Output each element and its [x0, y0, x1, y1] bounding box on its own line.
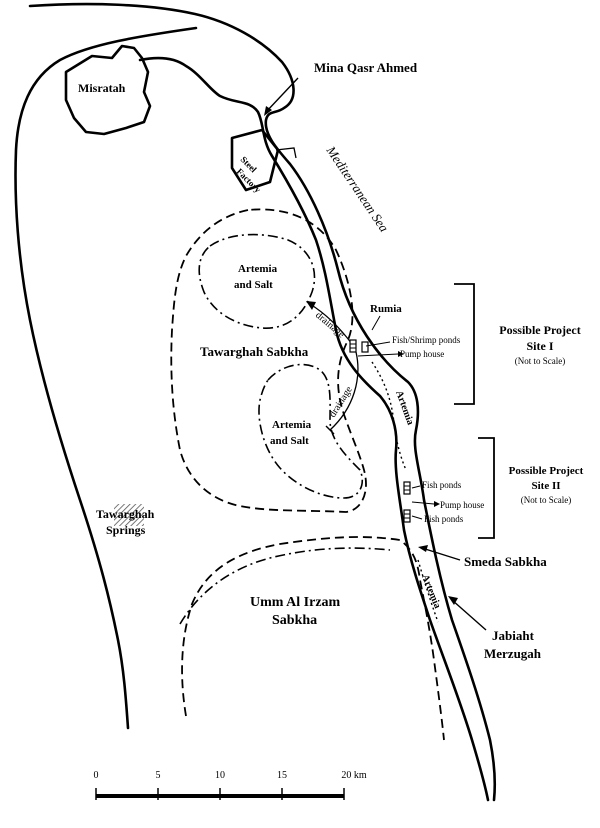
site2-bracket: [478, 437, 495, 539]
scale-tick-0: 0: [94, 770, 99, 781]
northern-coastline: [28, 2, 497, 802]
pond-marker-1: [349, 339, 357, 353]
sea-label: Mediterranean Sea: [323, 142, 392, 235]
steel-factory-outline: [230, 128, 280, 192]
misratah-label: Misratah: [78, 81, 126, 95]
jabiaht-arrow: [451, 599, 487, 631]
artemia-strip-1-label: Artemia: [393, 389, 415, 426]
site1-bracket: [454, 283, 475, 405]
fish-ponds-1-label: Fish ponds: [422, 480, 462, 490]
scale-tick-15: 15: [277, 770, 287, 781]
inner-coast: [138, 56, 490, 802]
site1-title-label: Possible Project: [499, 323, 580, 337]
artemia-strip-2: [417, 559, 439, 623]
artemia-2b-label: and Salt: [270, 435, 309, 447]
artemia-strip-2-label: Artemia: [419, 573, 443, 610]
pump-house-2-label: Pump house: [440, 500, 484, 510]
site2-sub-label: Site II: [531, 480, 560, 492]
drainage-1-label: drainage: [313, 310, 347, 341]
springs-hatch: [114, 504, 144, 526]
pond-marker-2: [361, 341, 369, 353]
drainage-1-head: [306, 301, 316, 310]
artemia-pond-2: [258, 363, 364, 499]
scale-tick-20: 20 km: [341, 770, 367, 781]
pond-marker-3: [403, 481, 411, 495]
site2-note-label: (Not to Scale): [521, 495, 571, 505]
scale-tick-5: 5: [156, 770, 161, 781]
umm-a-label: Umm Al Irzam: [250, 595, 341, 610]
scale-tick-10: 10: [215, 770, 225, 781]
rumia-label: Rumia: [370, 303, 402, 315]
pond-marker-4: [403, 509, 411, 523]
drainage-2-path: [329, 351, 359, 431]
springs-a-label: Tawarghah: [96, 507, 155, 521]
jabiaht-a-label: Jabiaht: [492, 628, 535, 643]
springs-b-label: Springs: [106, 523, 146, 537]
site2-title-label: Possible Project: [509, 465, 584, 477]
rumia-pointer: [371, 315, 381, 331]
umm-al-irzam-boundary: [181, 536, 445, 741]
umm-b-label: Sabkha: [272, 613, 317, 628]
artemia-1a-label: Artemia: [238, 263, 278, 275]
artemia-pond-1: [198, 233, 316, 329]
umm-upper-arc: [179, 547, 391, 625]
pump-house-1-label: Pump house: [400, 349, 444, 359]
fish-ponds-2-label: Fish ponds: [424, 514, 464, 524]
site1-note-label: (Not to Scale): [515, 356, 565, 366]
jabiaht-b-label: Merzugah: [484, 646, 542, 661]
artemia-2a-label: Artemia: [272, 419, 312, 431]
artemia-strip-1: [371, 361, 407, 471]
smeda-arrow: [421, 547, 461, 561]
harbour-pier: [275, 147, 297, 159]
western-boundary: [14, 26, 198, 730]
tawarghah-sabkha-label: Tawarghah Sabkha: [200, 344, 309, 359]
drainage-1-path: [309, 303, 353, 345]
fish-shrimp-pointer: [365, 341, 391, 347]
misratah-outline: [64, 44, 152, 136]
pump-house-1-pointer: [357, 353, 399, 357]
drainage-2-end: [325, 425, 335, 435]
site1-sub-label: Site I: [527, 339, 554, 353]
scale-bar: 0 5 10 15 20 km: [94, 770, 367, 800]
artemia-1b-label: and Salt: [234, 279, 273, 291]
mina-arrow: [265, 77, 299, 113]
fish-shrimp-label: Fish/Shrimp ponds: [392, 335, 461, 345]
mina-label: Mina Qasr Ahmed: [314, 60, 418, 75]
smeda-label: Smeda Sabkha: [464, 554, 547, 569]
tawarghah-sabkha-boundary: [170, 208, 367, 513]
mina-arrow-head: [264, 106, 272, 116]
